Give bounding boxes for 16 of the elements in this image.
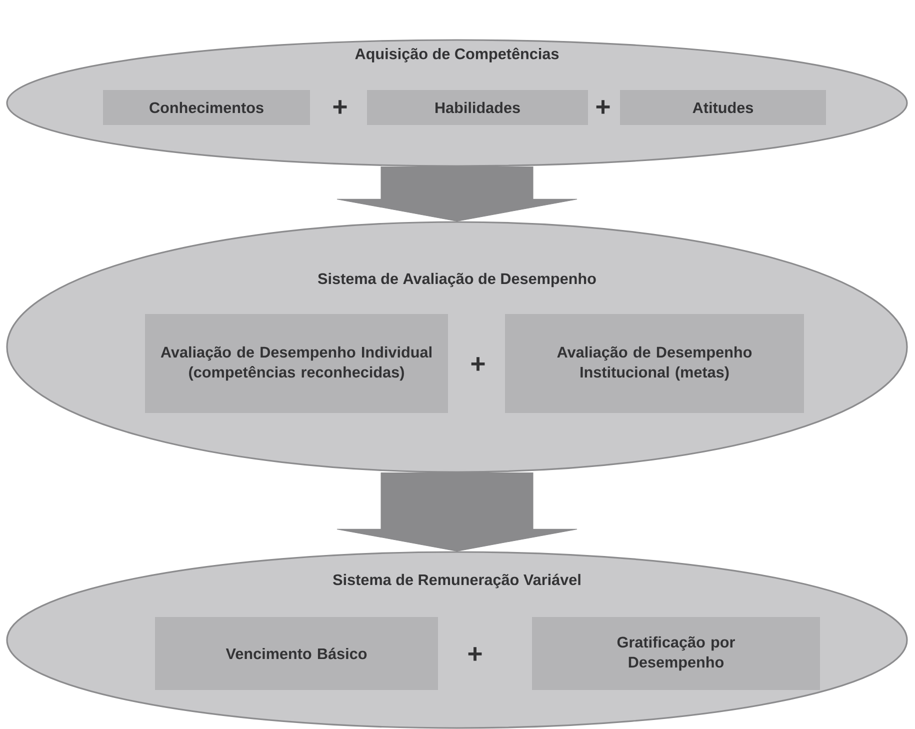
text-box: Avaliação de Desempenho Institucional (metas) [505,314,804,413]
block-arrow [336,472,578,552]
plus-sign: + [471,357,485,371]
plus-sign: + [468,647,482,661]
text-box: Vencimento Básico [155,617,438,690]
ellipse-title: Sistema de Remuneração Variável [333,574,580,588]
text-box: Gratificação por Desempenho [532,617,820,690]
text-box: Atitudes [620,90,826,125]
plus-sign: + [333,100,347,114]
text-box: Avaliação de Desempenho Individual (competências reconhecidas) [145,314,448,413]
text-box: Habilidades [367,90,588,125]
block-arrow [336,166,578,222]
text-box: Conhecimentos [103,90,310,125]
ellipse-title: Sistema de Avaliação de Desempenho [318,272,596,288]
plus-sign: + [596,100,610,114]
ellipse-title: Aquisição de Competências [355,48,559,62]
